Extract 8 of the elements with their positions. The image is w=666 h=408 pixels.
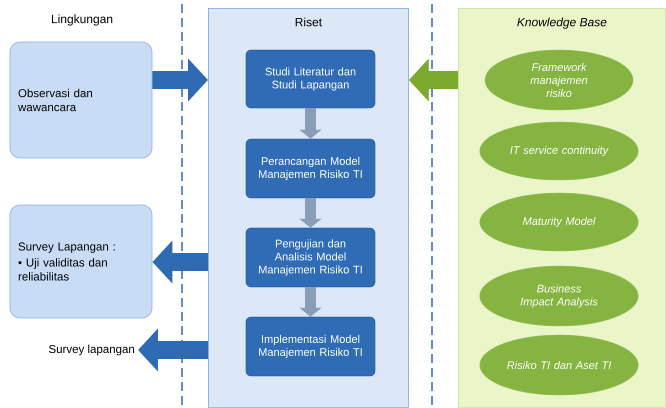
rounded-box: Observasi dan wawancara	[10, 42, 152, 158]
column-heading: Lingkungan	[52, 14, 112, 26]
process-box: Studi Literatur dan Studi Lapangan	[246, 50, 376, 108]
process-box: Pengujian dan Analisis Model Manajemen Risiko TI	[246, 228, 376, 288]
process-box: Perancangan Model Manajemen Risiko TI	[246, 138, 376, 198]
text: Survey lapangan	[49, 344, 134, 356]
rounded-box: Survey Lapangan : • Uji validitas dan reliabilitas	[10, 204, 152, 318]
process-box: Implementasi Model Manajemen Risiko TI	[246, 316, 376, 376]
